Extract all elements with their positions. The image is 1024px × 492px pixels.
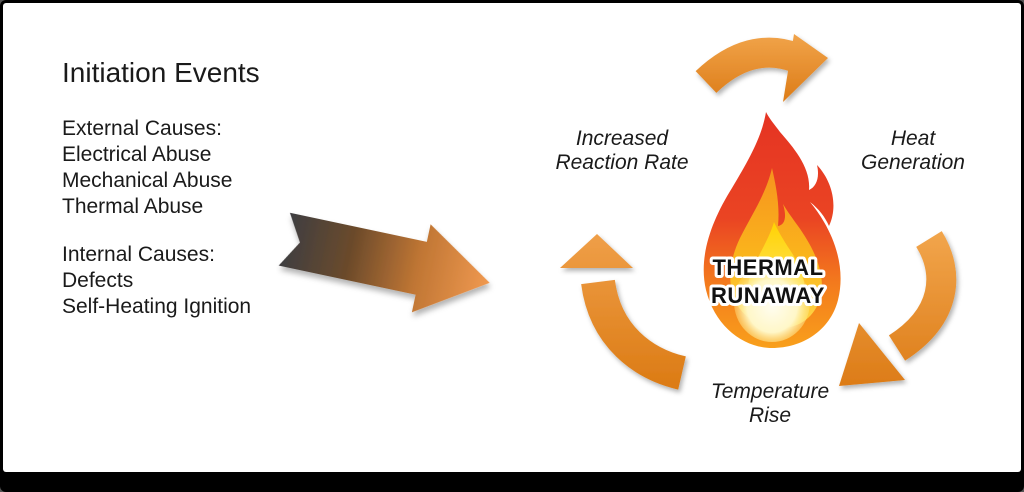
initiation-events-panel: Initiation Events External Causes: Elect… xyxy=(62,56,332,320)
label-line: Rise xyxy=(748,403,791,427)
cycle-arrow-right-icon xyxy=(839,231,957,386)
cycle-arrow-top-icon xyxy=(695,34,828,102)
thermal-runaway-label: THERMAL RUNAWAY xyxy=(708,252,827,311)
label-line: Temperature xyxy=(710,380,830,403)
page-title: Initiation Events xyxy=(62,57,260,88)
label-temperature-rise: Temperature Rise xyxy=(677,380,863,427)
cause-item-thermal-abuse: Thermal Abuse xyxy=(62,195,204,218)
diagram-canvas xyxy=(3,3,1021,472)
thermal-runaway-line2: RUNAWAY xyxy=(711,283,825,308)
label-heat-generation: Heat Generation xyxy=(830,127,996,174)
label-line: Reaction Rate xyxy=(555,150,689,174)
external-causes-title: External Causes: xyxy=(62,117,222,140)
cycle-arrows xyxy=(560,34,957,390)
cause-item-mechanical-abuse: Mechanical Abuse xyxy=(62,169,233,192)
cause-item-defects: Defects xyxy=(62,269,134,292)
label-line: Increased xyxy=(575,127,669,150)
external-causes-group: External Causes: Electrical Abuse Mechan… xyxy=(62,116,332,220)
internal-causes-group: Internal Causes: Defects Self-Heating Ig… xyxy=(62,242,332,320)
flame-icon xyxy=(703,112,841,348)
initiation-arrow-icon xyxy=(278,212,490,313)
label-line: Generation xyxy=(861,150,965,174)
cause-item-electrical-abuse: Electrical Abuse xyxy=(62,143,212,166)
cause-item-self-heating-ignition: Self-Heating Ignition xyxy=(62,295,252,318)
cycle-arrow-left-icon xyxy=(560,234,687,390)
label-line: Heat xyxy=(890,127,936,150)
label-increased-reaction-rate: Increased Reaction Rate xyxy=(528,127,716,174)
thermal-runaway-line1: THERMAL xyxy=(712,255,823,280)
internal-causes-title: Internal Causes: xyxy=(62,243,215,266)
